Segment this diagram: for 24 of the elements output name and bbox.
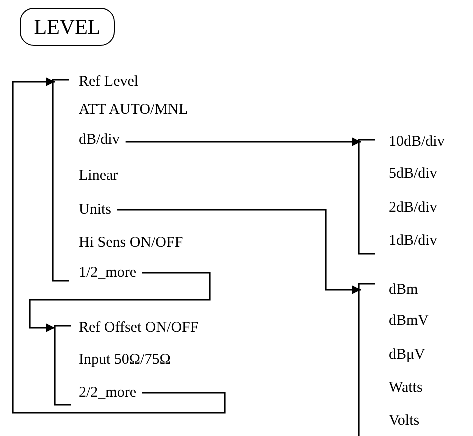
menu-item: Linear (55, 165, 124, 187)
menu-item: Hi Sens ON/OFF (55, 232, 190, 254)
menu-item: 1/2_more (55, 262, 142, 284)
arrow (12, 78, 226, 414)
menu-item: Ref Level (55, 71, 145, 93)
menu-item: dB/div (55, 129, 126, 151)
menu-item: Watts (361, 377, 429, 399)
menu-item: 1dB/div (361, 230, 444, 252)
menu-item: 2dB/div (361, 197, 444, 219)
menu-item: 5dB/div (361, 163, 444, 185)
menu-title-box: LEVEL (20, 8, 115, 46)
menu-item: dBmV (361, 310, 436, 332)
arrow (126, 138, 361, 146)
arrow (118, 209, 361, 294)
menu-item: Units (55, 199, 118, 221)
menu-item: ATT AUTO/MNL (55, 99, 194, 121)
arrow (29, 272, 211, 332)
menu-item: dBμV (361, 344, 432, 366)
menu-item: Input 50Ω/75Ω (55, 349, 177, 371)
menu-item: 10dB/div (361, 131, 451, 153)
menu-item: 2/2_more (55, 382, 142, 404)
menu-item: Volts (361, 410, 426, 432)
menu-item: dBm (361, 279, 424, 301)
menu-item: Ref Offset ON/OFF (55, 317, 205, 339)
